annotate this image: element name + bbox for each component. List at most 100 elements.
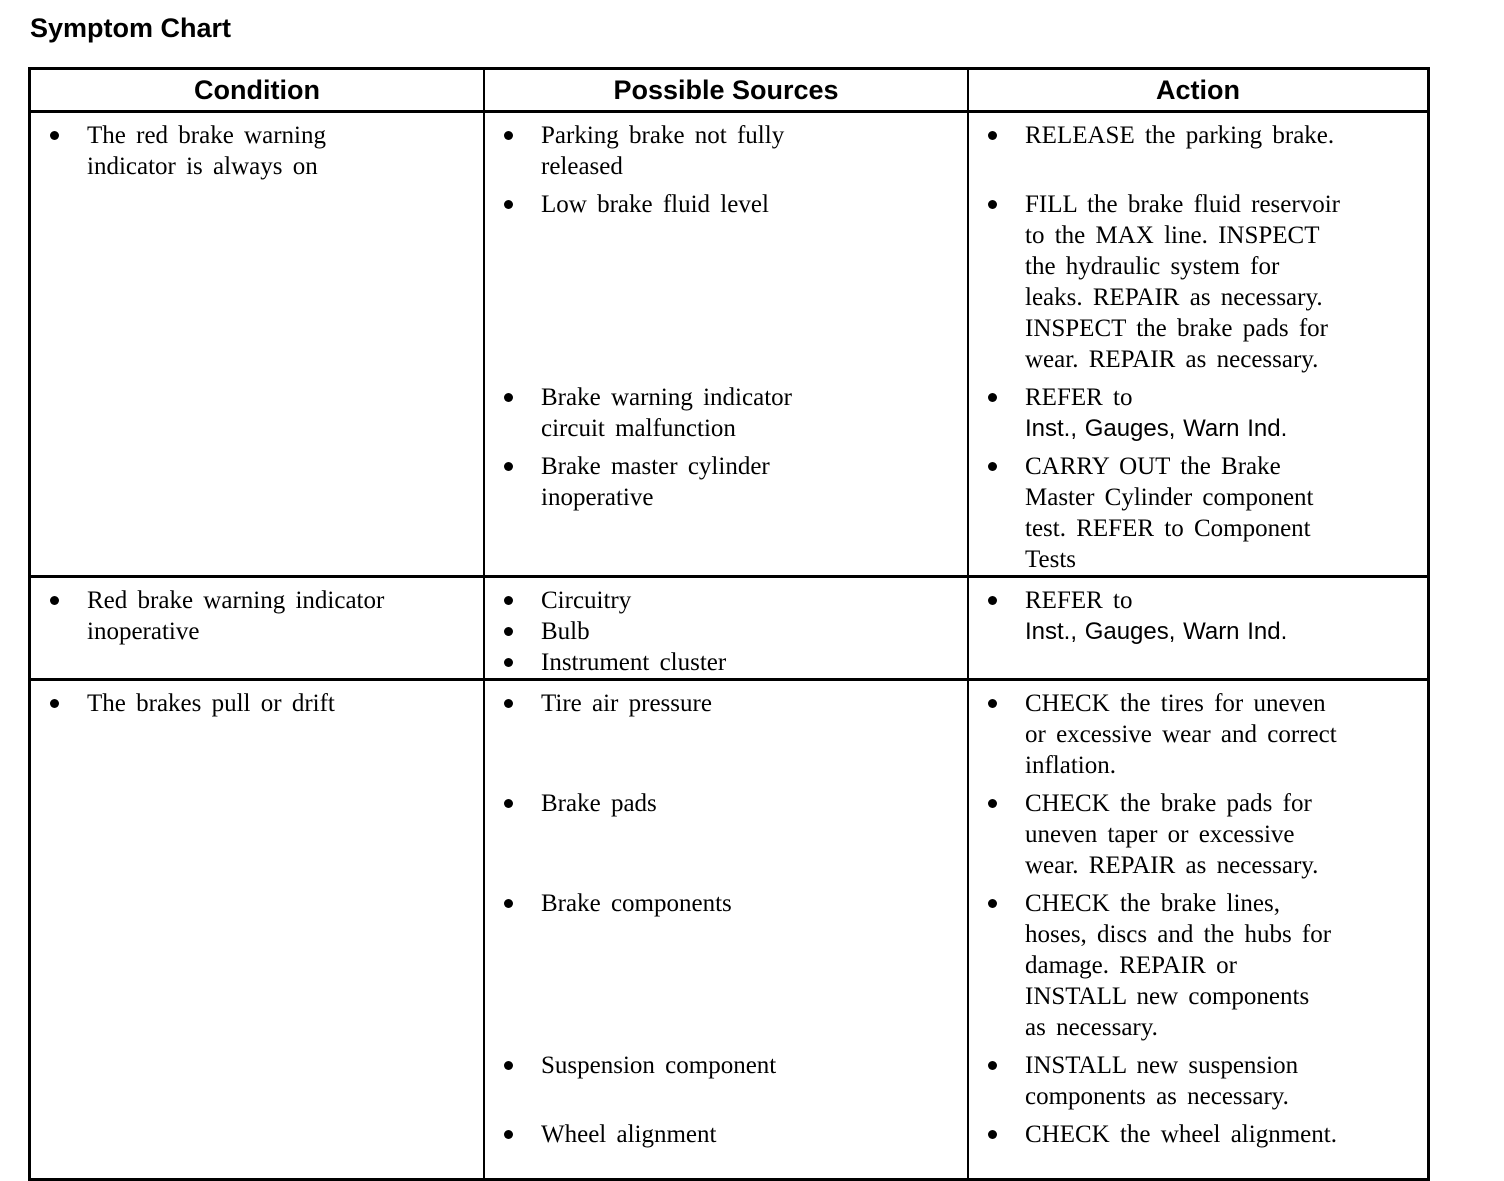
source-text: Tire air pressure bbox=[541, 690, 712, 717]
bullet-icon bbox=[504, 131, 513, 140]
bullet-icon bbox=[504, 627, 513, 636]
action-text: CHECK the wheel alignment. bbox=[1025, 1121, 1337, 1148]
actions-cell: INSTALL new suspension components as nec… bbox=[967, 1043, 1427, 1112]
actions-cell: RELEASE the parking brake. bbox=[967, 113, 1427, 182]
source-text: Suspension component bbox=[541, 1052, 777, 1079]
table-body: The red brake warning indicator is alway… bbox=[31, 113, 1427, 1178]
action-text-wrap: CHECK the wheel alignment. bbox=[1025, 1119, 1337, 1150]
header-cell-action: Action bbox=[967, 70, 1427, 110]
action-ref-text: Inst., Gauges, Warn Ind. bbox=[1025, 618, 1288, 645]
source-item: Brake components bbox=[504, 888, 961, 919]
action-text-wrap: REFER to Inst., Gauges, Warn Ind. bbox=[1025, 585, 1287, 647]
bullet-icon bbox=[504, 596, 513, 605]
actions-cell: CHECK the tires for uneven or excessive … bbox=[967, 681, 1427, 781]
bullet-icon bbox=[504, 1130, 513, 1139]
table-header-row: Condition Possible Sources Action bbox=[31, 70, 1427, 113]
action-item: CARRY OUT the Brake Master Cylinder comp… bbox=[988, 451, 1421, 575]
action-text: INSTALL new suspension components as nec… bbox=[1025, 1052, 1299, 1110]
action-text-wrap: CARRY OUT the Brake Master Cylinder comp… bbox=[1025, 451, 1314, 575]
condition-text: The brakes pull or drift bbox=[87, 690, 335, 717]
sources-cell: Brake pads bbox=[483, 781, 967, 881]
bullet-icon bbox=[50, 699, 59, 708]
action-text-wrap: INSTALL new suspension components as nec… bbox=[1025, 1050, 1298, 1112]
action-text: CARRY OUT the Brake Master Cylinder comp… bbox=[1025, 453, 1314, 573]
bullet-icon bbox=[988, 596, 997, 605]
action-item: CHECK the brake lines, hoses, discs and … bbox=[988, 888, 1421, 1043]
bullet-icon bbox=[50, 596, 59, 605]
actions-cell: CHECK the wheel alignment. bbox=[967, 1112, 1427, 1178]
bullet-icon bbox=[988, 462, 997, 471]
bullet-icon bbox=[504, 393, 513, 402]
sources-cell: Brake warning indicator circuit malfunct… bbox=[483, 375, 967, 444]
source-item: Suspension component bbox=[504, 1050, 961, 1081]
source-item: Brake pads bbox=[504, 788, 961, 819]
condition-text: The red brake warning indicator is alway… bbox=[87, 122, 326, 180]
action-text: REFER to bbox=[1025, 587, 1133, 614]
bullet-icon bbox=[988, 393, 997, 402]
condition-item: The brakes pull or drift bbox=[50, 688, 477, 719]
source-text: Brake warning indicator circuit malfunct… bbox=[541, 384, 792, 442]
source-item: Parking brake not fully released bbox=[504, 120, 961, 182]
action-item: INSTALL new suspension components as nec… bbox=[988, 1050, 1421, 1112]
sources-cell: Brake components bbox=[483, 881, 967, 1043]
bullet-icon bbox=[988, 131, 997, 140]
condition-cell: The brakes pull or drift bbox=[31, 681, 483, 1178]
action-item: CHECK the tires for uneven or excessive … bbox=[988, 688, 1421, 781]
actions-cell: CARRY OUT the Brake Master Cylinder comp… bbox=[967, 444, 1427, 575]
action-text-wrap: CHECK the brake pads for uneven taper or… bbox=[1025, 788, 1318, 881]
condition-item: Red brake warning indicator inoperative bbox=[50, 585, 477, 647]
sources-cell: Wheel alignment bbox=[483, 1112, 967, 1178]
condition-text: Red brake warning indicator inoperative bbox=[87, 587, 385, 645]
source-item: Tire air pressure bbox=[504, 688, 961, 719]
header-cell-possible-sources: Possible Sources bbox=[483, 70, 967, 110]
source-text: Wheel alignment bbox=[541, 1121, 717, 1148]
bullet-icon bbox=[504, 200, 513, 209]
bullet-icon bbox=[988, 1130, 997, 1139]
action-text: CHECK the tires for uneven or excessive … bbox=[1025, 690, 1337, 779]
action-item: CHECK the brake pads for uneven taper or… bbox=[988, 788, 1421, 881]
source-item: Bulb bbox=[504, 616, 961, 647]
header-cell-condition: Condition bbox=[194, 75, 320, 105]
source-item: Circuitry bbox=[504, 585, 961, 616]
source-item: Brake master cylinder inoperative bbox=[504, 451, 961, 513]
action-item: CHECK the wheel alignment. bbox=[988, 1119, 1421, 1150]
source-text: Brake pads bbox=[541, 790, 657, 817]
bullet-icon bbox=[504, 658, 513, 667]
action-text: CHECK the brake lines, hoses, discs and … bbox=[1025, 890, 1332, 1041]
action-item: REFER to Inst., Gauges, Warn Ind. bbox=[988, 585, 1421, 647]
condition-cell: Red brake warning indicator inoperative bbox=[31, 578, 483, 678]
action-text: RELEASE the parking brake. bbox=[1025, 122, 1335, 149]
source-text: Instrument cluster bbox=[541, 649, 727, 676]
action-text-wrap: RELEASE the parking brake. bbox=[1025, 120, 1334, 151]
bullet-icon bbox=[988, 699, 997, 708]
bullet-icon bbox=[988, 899, 997, 908]
source-text: Brake components bbox=[541, 890, 732, 917]
sources-cell: Parking brake not fully released bbox=[483, 113, 967, 182]
condition-cell: The red brake warning indicator is alway… bbox=[31, 113, 483, 575]
bullet-icon bbox=[504, 1061, 513, 1070]
table-row: The brakes pull or drift Tire air pressur… bbox=[31, 678, 1427, 1178]
table-row: Red brake warning indicator inoperative C… bbox=[31, 575, 1427, 678]
action-text-wrap: CHECK the tires for uneven or excessive … bbox=[1025, 688, 1337, 781]
actions-cell: REFER to Inst., Gauges, Warn Ind. bbox=[967, 578, 1427, 678]
source-text: Low brake fluid level bbox=[541, 191, 769, 218]
bullet-icon bbox=[504, 699, 513, 708]
actions-cell: CHECK the brake lines, hoses, discs and … bbox=[967, 881, 1427, 1043]
page-title: Symptom Chart bbox=[30, 13, 232, 43]
source-item: Brake warning indicator circuit malfunct… bbox=[504, 382, 961, 444]
actions-cell: FILL the brake fluid reservoir to the MA… bbox=[967, 182, 1427, 375]
bullet-icon bbox=[50, 131, 59, 140]
source-text: Parking brake not fully released bbox=[541, 122, 785, 180]
source-text: Circuitry bbox=[541, 587, 632, 614]
sources-cell: Suspension component bbox=[483, 1043, 967, 1112]
source-text: Brake master cylinder inoperative bbox=[541, 453, 770, 511]
bullet-icon bbox=[988, 799, 997, 808]
action-item: FILL the brake fluid reservoir to the MA… bbox=[988, 189, 1421, 375]
action-text: FILL the brake fluid reservoir to the MA… bbox=[1025, 191, 1340, 373]
action-text-wrap: CHECK the brake lines, hoses, discs and … bbox=[1025, 888, 1331, 1043]
action-ref-text: Inst., Gauges, Warn Ind. bbox=[1025, 415, 1288, 442]
